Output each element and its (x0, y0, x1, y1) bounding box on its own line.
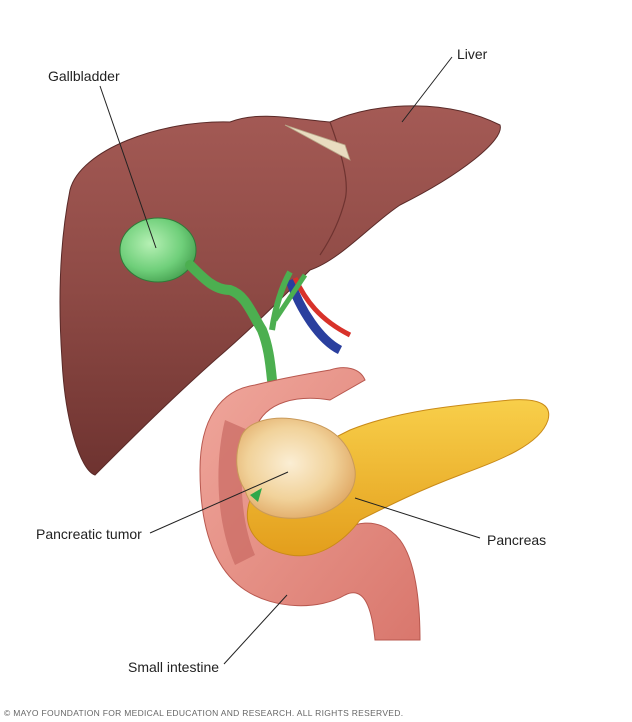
leader-lines (99, 56, 481, 665)
small-intestine-shape (199, 367, 421, 641)
label-small-intestine: Small intestine (128, 659, 220, 675)
small-intestine-leader-line (223, 594, 288, 665)
liver-leader-line (401, 56, 453, 123)
tumor-shape (236, 417, 356, 519)
gallbladder-leader-line (99, 85, 157, 249)
pancreatic-tumor-leader-line (149, 471, 289, 534)
pancreas-shape (246, 399, 550, 557)
blood-vessels (285, 276, 352, 355)
gallbladder-shape (119, 217, 308, 385)
copyright-notice: © MAYO FOUNDATION FOR MEDICAL EDUCATION … (4, 708, 404, 718)
label-gallbladder: Gallbladder (48, 68, 120, 84)
pancreas-leader-line (354, 497, 481, 539)
label-pancreatic-tumor: Pancreatic tumor (36, 526, 142, 542)
label-liver: Liver (457, 46, 488, 62)
label-pancreas: Pancreas (487, 532, 547, 548)
